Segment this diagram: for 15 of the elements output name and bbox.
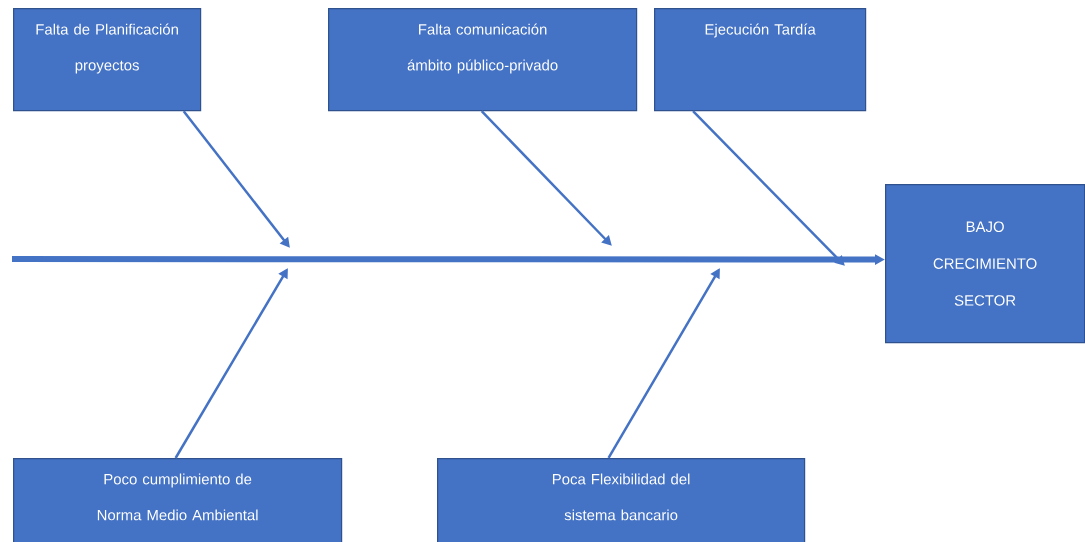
cause-box [437,458,806,542]
cause-arrow [692,110,845,266]
node-label: Falta comunicación ámbito público-privado [407,23,558,74]
node-label: Poca Flexibilidad del sistema bancario [552,473,690,521]
cause-box [13,8,202,112]
node-label: Ejecución Tardía [705,23,816,38]
node-label: Poco cumplimiento de Norma Medio Ambiental [97,473,258,521]
effect-box [885,184,1085,344]
cause-box [13,458,343,542]
cause-box [654,8,867,112]
node-label: BAJO CRECIMIENTO SECTOR [933,221,1037,306]
cause-arrow [480,110,612,246]
node-label: Falta de Planificación proyectos [36,23,178,74]
cause-box [328,8,638,112]
cause-arrow [182,110,290,248]
